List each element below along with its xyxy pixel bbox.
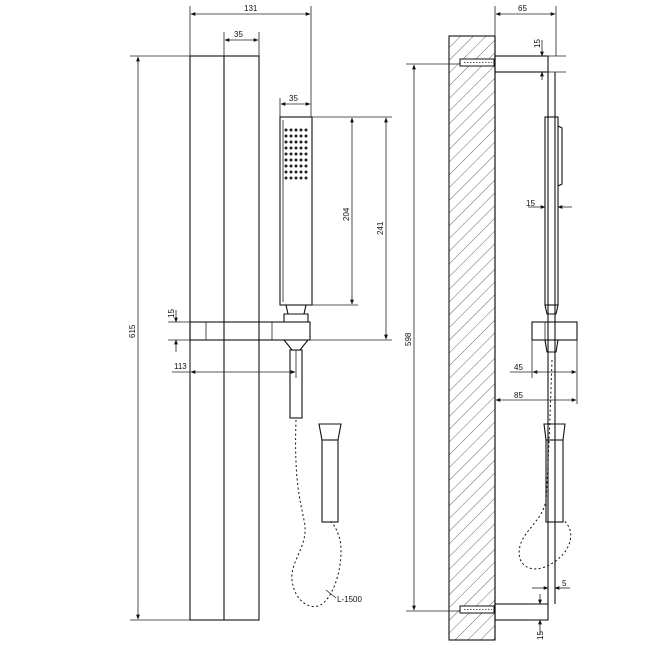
side-handshower-nozzle xyxy=(557,125,563,187)
hose-length-label: L-1500 xyxy=(337,595,362,604)
dim-label-131: 131 xyxy=(244,4,258,13)
dim-label-35-bar: 35 xyxy=(234,30,243,39)
dim-label-15-bottom: 15 xyxy=(536,631,545,640)
dim-label-5: 5 xyxy=(562,579,567,588)
dim-label-615: 615 xyxy=(128,324,137,338)
front-view: L-1500 131 35 35 204 241 615 15 xyxy=(128,4,392,621)
side-handshower-handle xyxy=(545,439,564,523)
dim-label-113: 113 xyxy=(174,362,187,371)
handshower-head xyxy=(279,116,313,306)
dim-label-15-left: 15 xyxy=(167,309,176,318)
wall-section xyxy=(448,35,496,641)
dim-label-15-handset: 15 xyxy=(526,199,535,208)
spray-nozzles xyxy=(284,128,308,180)
hose-leader xyxy=(325,589,337,599)
hose-connector-lower xyxy=(282,339,310,351)
handshower-connector xyxy=(285,304,307,315)
dim-label-15-top: 15 xyxy=(533,39,542,48)
hose xyxy=(291,419,342,607)
dim-label-35-handshower: 35 xyxy=(289,94,298,103)
handshower-holder-cup xyxy=(318,423,342,441)
side-hose xyxy=(518,359,572,570)
side-view: 65 15 15 598 45 85 5 15 xyxy=(404,4,578,641)
handshower-handle xyxy=(321,439,339,523)
side-handshower-connector xyxy=(544,304,559,315)
dim-label-204: 204 xyxy=(342,207,351,221)
dim-label-598: 598 xyxy=(404,332,413,346)
dim-label-85: 85 xyxy=(514,391,523,400)
dim-label-65: 65 xyxy=(518,4,527,13)
side-handshower xyxy=(544,116,559,306)
dim-label-241: 241 xyxy=(376,221,385,235)
side-hose-connector xyxy=(544,339,559,353)
hose-connector-upper xyxy=(283,313,309,323)
dim-label-45: 45 xyxy=(514,363,523,372)
slider-bracket xyxy=(189,321,311,341)
top-bracket-arm xyxy=(494,55,549,73)
bottom-bracket-arm xyxy=(494,603,549,621)
